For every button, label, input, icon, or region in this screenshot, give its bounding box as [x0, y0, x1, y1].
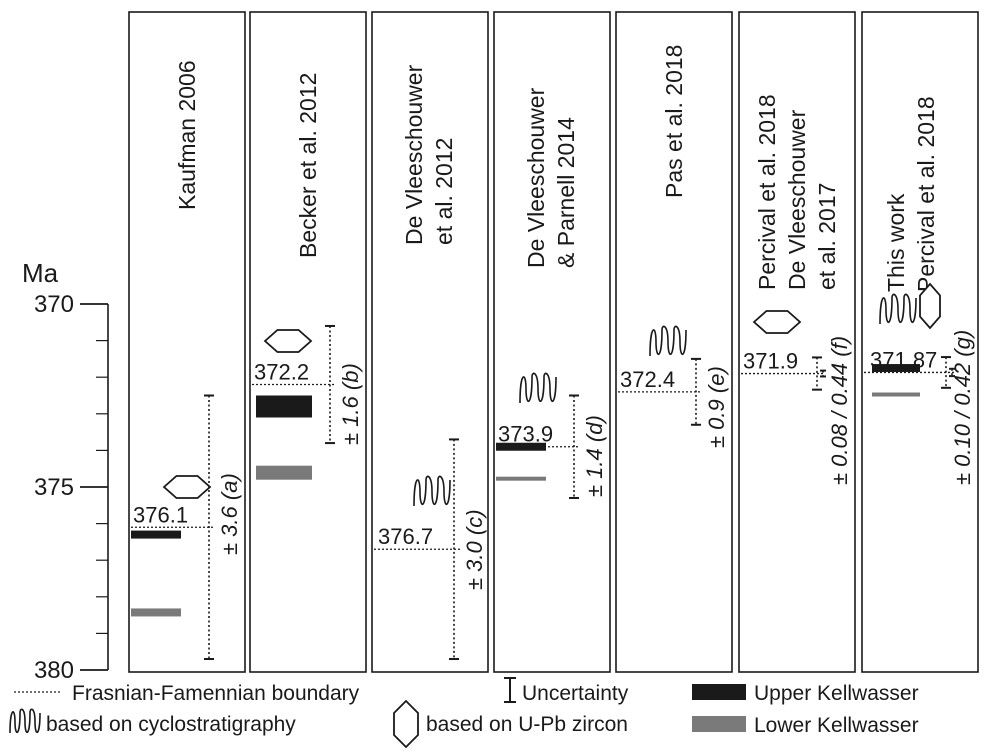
- legend-upper-kellwasser-label: Upper Kellwasser: [754, 682, 919, 705]
- legend-uncertainty-label: Uncertainty: [522, 682, 629, 705]
- u-pb-zircon-icon: [919, 282, 941, 330]
- y-axis: 370 375 380 Ma: [22, 258, 109, 684]
- age-label: 371.9: [743, 349, 798, 374]
- panel-2: Becker et al. 2012 372.2 ± 1.6 (b): [249, 11, 367, 673]
- uncertainty-label: ± 0.10 / 0.42 (g): [950, 330, 975, 485]
- cyclostratigraphy-icon: [519, 372, 557, 404]
- uncertainty-label: ± 1.4 (d): [582, 415, 607, 497]
- uncertainty-bar-outer: [812, 356, 822, 391]
- age-label: 373.9: [498, 422, 553, 447]
- upper-kellwasser-bar: [256, 395, 312, 418]
- panel-frame: [249, 11, 367, 673]
- legend-boundary-label: Frasnian-Famennian boundary: [72, 682, 360, 705]
- age-label: 371.87: [870, 347, 937, 372]
- y-tick-label: 370: [34, 291, 74, 318]
- u-pb-zircon-icon: [263, 329, 313, 353]
- age-label: 372.2: [254, 360, 309, 385]
- panel-4: De Vleeschouwer& Parnell 2014 373.9 ± 1.4 …: [493, 11, 611, 673]
- panel-title: De Vleeschouwer: [523, 87, 549, 268]
- cyclostratigraphy-icon: [413, 475, 451, 507]
- legend-lower-kellwasser-label: Lower Kellwasser: [754, 714, 919, 737]
- upper-kellwasser-bar: [131, 530, 181, 539]
- panel-title: & Parnell 2014: [553, 117, 579, 268]
- uncertainty-label: ± 3.6 (a): [217, 473, 242, 555]
- uncertainty-bar-inner: [820, 369, 826, 378]
- uncertainty-label: ± 1.6 (b): [338, 363, 363, 445]
- panel-title: Becker et al. 2012: [295, 73, 321, 258]
- age-label: 376.7: [378, 524, 433, 549]
- panel-title: Percival et al. 2018: [754, 94, 780, 290]
- panel-title: et al. 2012: [431, 138, 457, 245]
- uncertainty-bar: [204, 394, 214, 661]
- u-pb-zircon-icon: [162, 475, 212, 499]
- upper-kellwasser-bar: [872, 364, 920, 373]
- panel-title: De Vleeschouwer: [401, 64, 427, 245]
- legend-lower-kellwasser-swatch: [692, 716, 746, 732]
- legend-upper-kellwasser-swatch: [692, 684, 746, 700]
- uncertainty-bar: [449, 438, 459, 661]
- uncertainty-bar: [691, 357, 701, 426]
- panel-1: Kaufman 2006 376.1 ± 3.6 (a): [128, 11, 246, 673]
- y-axis-unit-label: Ma: [22, 258, 59, 288]
- uncertainty-bar: [325, 324, 335, 445]
- panel-frame: [371, 11, 489, 673]
- lower-kellwasser-bar: [131, 608, 181, 617]
- age-label: 372.4: [620, 367, 675, 392]
- lower-kellwasser-bar: [496, 476, 546, 481]
- panel-title: et al. 2017: [814, 183, 840, 290]
- legend: Frasnian-Famennian boundary Uncertainty Up…: [9, 677, 919, 749]
- legend-cyclostratigraphy-label: based on cyclostratigraphy: [46, 713, 296, 736]
- panel-frame: [615, 11, 733, 673]
- panel-title: This work: [883, 193, 909, 292]
- panel-frame: [861, 11, 979, 673]
- panel-title: De Vleeschouwer: [784, 109, 810, 290]
- y-tick-label: 380: [34, 657, 74, 684]
- cyclostratigraphy-icon: [879, 293, 917, 325]
- panel-5: Pas et al. 2018 372.4 ± 0.9 (e): [615, 11, 733, 673]
- lower-kellwasser-bar: [256, 465, 312, 480]
- panel-title: Percival et al. 2018: [913, 96, 939, 292]
- panel-frame: [738, 11, 856, 673]
- panel-frame: [493, 11, 611, 673]
- panel-frame: [128, 11, 246, 673]
- uncertainty-label: ± 3.0 (c): [462, 509, 487, 590]
- uncertainty-label: ± 0.08 / 0.44 (f): [827, 336, 852, 485]
- legend-u-pb-zircon-label: based on U-Pb zircon: [426, 713, 628, 736]
- cyclostratigraphy-icon: [649, 325, 687, 357]
- uncertainty-bar-outer: [941, 356, 951, 389]
- uncertainty-bar: [569, 394, 579, 499]
- panel-title: Pas et al. 2018: [661, 45, 687, 198]
- lower-kellwasser-bar: [872, 392, 920, 397]
- uncertainty-label: ± 0.9 (e): [704, 366, 729, 448]
- age-label: 376.1: [133, 502, 188, 527]
- u-pb-zircon-icon: [752, 310, 802, 334]
- y-tick-label: 375: [34, 474, 74, 501]
- panels: Kaufman 2006 376.1 ± 3.6 (a) Becker et al. …: [128, 11, 979, 673]
- panel-title: Kaufman 2006: [174, 60, 200, 210]
- legend-u-pb-zircon-icon: [393, 699, 419, 749]
- uncertainty-bar-inner: [949, 367, 955, 378]
- legend-cyclostratigraphy-icon: [9, 708, 41, 734]
